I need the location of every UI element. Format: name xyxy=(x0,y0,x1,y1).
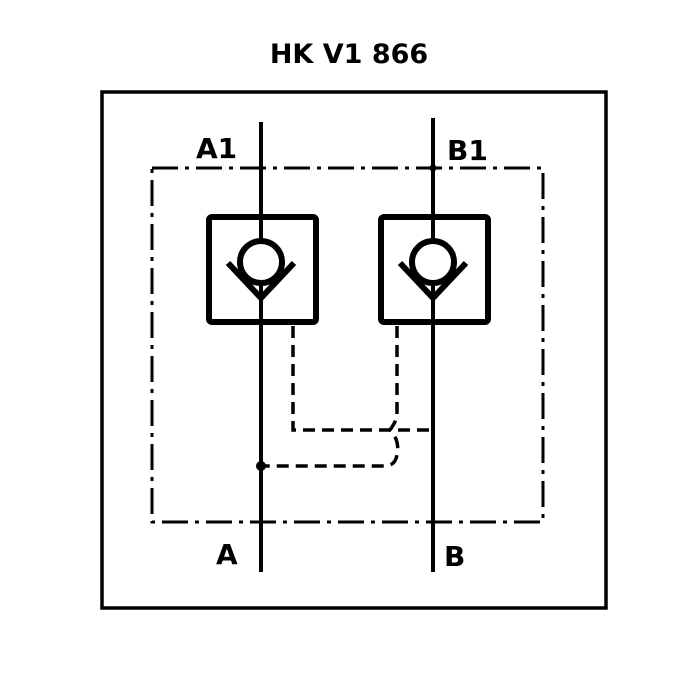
junction-dot xyxy=(256,461,266,471)
port-label-b1: B1 xyxy=(447,134,488,167)
port-label-a1: A1 xyxy=(196,132,237,165)
port-label-b: B xyxy=(444,540,465,573)
port-label-a: A xyxy=(216,538,238,571)
valve-body-boundary xyxy=(150,166,545,524)
pilot-line-right xyxy=(261,326,400,468)
outer-frame xyxy=(100,90,608,610)
check-valve-right xyxy=(378,214,491,325)
junction-dot xyxy=(429,164,437,172)
check-valve-left xyxy=(206,214,319,325)
diagram-title: HK V1 866 xyxy=(270,39,428,70)
pilot-line-left xyxy=(291,326,433,432)
